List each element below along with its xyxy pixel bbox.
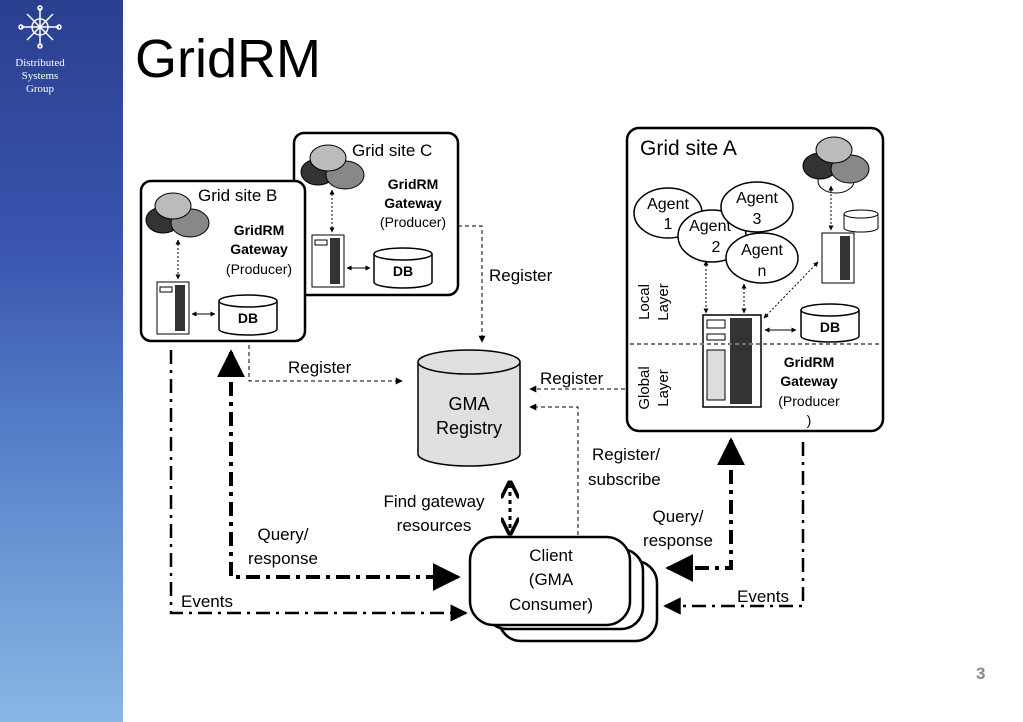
agent-label: 2 xyxy=(712,239,721,256)
page-number: 3 xyxy=(976,664,986,683)
registry-label: GMA xyxy=(448,394,489,414)
gma-registry: GMA Registry xyxy=(417,349,521,467)
events-label: Events xyxy=(737,587,789,606)
register-label: Register xyxy=(540,369,604,388)
gateway-label: GridRM xyxy=(784,354,835,370)
gateway-label: Gateway xyxy=(230,241,288,257)
agent-label: n xyxy=(758,263,767,280)
logo-line: Systems xyxy=(21,70,59,82)
agent-label: Agent xyxy=(741,242,783,259)
db-label: DB xyxy=(238,310,258,326)
query-response-label: Query/ xyxy=(257,525,308,544)
register-label: Register xyxy=(489,266,553,285)
register-subscribe-label: subscribe xyxy=(588,470,661,489)
logo-text: Distributed Systems Group xyxy=(0,57,80,96)
agent-label: Agent xyxy=(736,190,778,207)
gateway-label: (Producer) xyxy=(226,261,292,277)
global-layer-label: Layer xyxy=(655,369,672,407)
gateway-label: (Producer xyxy=(778,393,840,409)
query-response-label: response xyxy=(643,531,713,550)
events-arrow xyxy=(169,350,468,622)
site-b-title: Grid site B xyxy=(198,186,277,205)
register-subscribe-arrow xyxy=(529,403,579,535)
find-gateway-label: Find gateway xyxy=(383,492,485,511)
gateway-label: Gateway xyxy=(384,195,442,211)
client-consumer: Client (GMA Consumer) xyxy=(468,535,659,643)
database-icon: DB xyxy=(373,247,433,289)
network-logo-icon xyxy=(18,5,62,49)
gateway-label: (Producer) xyxy=(380,214,446,230)
register-label: Register xyxy=(288,358,352,377)
site-c-title: Grid site C xyxy=(352,141,432,160)
database-icon: DB xyxy=(218,294,278,336)
gateway-server-icon xyxy=(702,314,762,408)
server-icon xyxy=(311,234,345,288)
cloud-icon xyxy=(802,136,870,194)
local-layer-label: Local xyxy=(636,284,653,320)
query-response-label: response xyxy=(248,549,318,568)
database-icon xyxy=(843,209,879,233)
agent-3-bubble xyxy=(720,181,794,233)
client-label: Consumer) xyxy=(509,595,593,614)
cloud-icon xyxy=(300,144,365,190)
local-layer-label: Layer xyxy=(655,283,672,321)
database-icon: DB xyxy=(800,303,860,343)
sidebar-banner: Distributed Systems Group xyxy=(0,0,123,722)
gateway-label: Gateway xyxy=(780,373,838,389)
register-arrow xyxy=(458,225,486,343)
query-response-arrow xyxy=(665,437,745,582)
agent-label: Agent xyxy=(647,196,689,213)
gateway-label: GridRM xyxy=(234,222,285,238)
cloud-icon xyxy=(145,192,210,238)
events-label: Events xyxy=(181,592,233,611)
query-response-label: Query/ xyxy=(652,507,703,526)
logo-line: Distributed xyxy=(15,57,65,69)
db-label: DB xyxy=(820,319,840,335)
gateway-label: ) xyxy=(807,412,812,428)
logo-line: Group xyxy=(25,83,55,95)
grid-site-a: Grid site A Agent 1 Agent 2 Agent 3 Agen… xyxy=(625,126,885,433)
server-icon xyxy=(821,232,855,284)
site-a-title: Grid site A xyxy=(640,137,737,160)
agent-label: Agent xyxy=(689,218,731,235)
global-layer-label: Global xyxy=(636,366,653,409)
register-subscribe-label: Register/ xyxy=(592,445,660,464)
gateway-label: GridRM xyxy=(388,176,439,192)
slide-title: GridRM xyxy=(135,29,321,89)
server-icon xyxy=(156,281,190,335)
grid-site-c: Grid site C DB GridRM Gateway (Producer) xyxy=(292,131,460,297)
grid-site-b: Grid site B DB GridRM Gateway (Producer) xyxy=(139,179,307,343)
client-box xyxy=(468,535,632,627)
find-gateway-label: resources xyxy=(397,516,472,535)
agent-label: 1 xyxy=(664,216,673,233)
agent-label: 3 xyxy=(753,211,762,228)
client-label: Client xyxy=(529,546,573,565)
client-label: (GMA xyxy=(529,570,574,589)
registry-label: Registry xyxy=(436,418,502,438)
db-label: DB xyxy=(393,263,413,279)
